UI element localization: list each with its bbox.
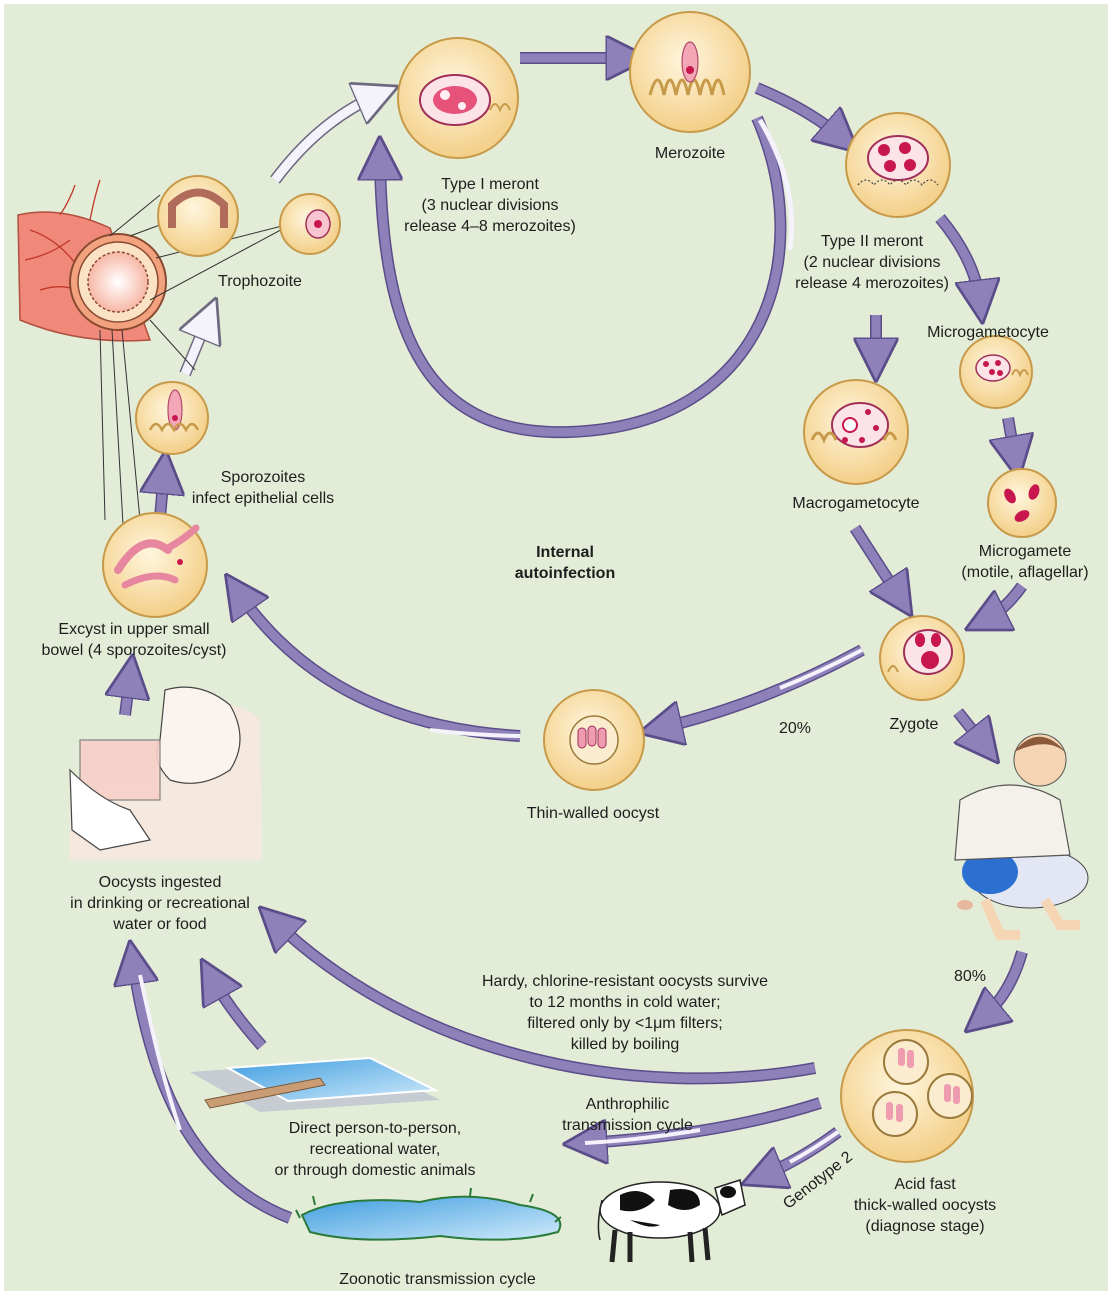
- label-anthrophilic: Anthrophilic transmission cycle: [540, 1094, 715, 1136]
- label-trophozoite: Trophozoite: [205, 271, 315, 292]
- label-line: Oocysts ingested: [40, 872, 280, 893]
- label-line: Sporozoites: [165, 467, 361, 488]
- label-zoonotic: Zoonotic transmission cycle: [300, 1269, 575, 1290]
- label-line: (2 nuclear divisions: [772, 252, 972, 273]
- label-line: recreational water,: [240, 1139, 510, 1160]
- type2-meront-cell: [846, 113, 950, 217]
- label-excyst: Excyst in upper small bowel (4 sporozoit…: [14, 619, 254, 661]
- label-line: infect epithelial cells: [165, 488, 361, 509]
- label-hardy-oocysts: Hardy, chlorine-resistant oocysts surviv…: [445, 971, 805, 1055]
- label-internal-autoinfection: Internal autoinfection: [490, 542, 640, 584]
- label-zygote: Zygote: [872, 714, 956, 735]
- sporozoite-cell: [136, 382, 208, 454]
- label-line: 20%: [765, 718, 825, 739]
- label-line: (motile, aflagellar): [940, 562, 1110, 583]
- label-line: Acid fast: [825, 1174, 1025, 1195]
- label-line: or through domestic animals: [240, 1160, 510, 1181]
- merozoite-cell: [630, 12, 750, 132]
- label-line: Thin-walled oocyst: [508, 803, 678, 824]
- label-type2-meront: Type II meront (2 nuclear divisions rele…: [772, 231, 972, 294]
- label-oocysts-ingested: Oocysts ingested in drinking or recreati…: [40, 872, 280, 935]
- excyst-cell: [103, 513, 207, 617]
- trophozoite-villus-cell: [158, 176, 238, 256]
- label-line: Microgametocyte: [908, 322, 1068, 343]
- label-acid-fast: Acid fast thick-walled oocysts (diagnose…: [825, 1174, 1025, 1237]
- microgamete-cell: [988, 469, 1056, 537]
- label-line: Macrogametocyte: [776, 493, 936, 514]
- label-line: Zygote: [872, 714, 956, 735]
- label-line: Hardy, chlorine-resistant oocysts surviv…: [445, 971, 805, 992]
- microgametocyte-cell: [960, 336, 1032, 408]
- label-line: Direct person-to-person,: [240, 1118, 510, 1139]
- label-line: bowel (4 sporozoites/cyst): [14, 640, 254, 661]
- label-line: 80%: [940, 966, 1000, 987]
- label-line: transmission cycle: [540, 1115, 715, 1136]
- label-microgametocyte: Microgametocyte: [908, 322, 1068, 343]
- label-line: Microgamete: [940, 541, 1110, 562]
- type1-meront-cell: [398, 38, 518, 158]
- label-type1-meront: Type I meront (3 nuclear divisions relea…: [380, 174, 600, 237]
- label-sporozoites: Sporozoites infect epithelial cells: [165, 467, 361, 509]
- label-line: to 12 months in cold water;: [445, 992, 805, 1013]
- label-line: release 4–8 merozoites): [380, 216, 600, 237]
- label-line: Type I meront: [380, 174, 600, 195]
- label-line: Internal: [490, 542, 640, 563]
- label-80-percent: 80%: [940, 966, 1000, 987]
- label-merozoite: Merozoite: [640, 143, 740, 164]
- label-line: autoinfection: [490, 563, 640, 584]
- label-direct-transmission: Direct person-to-person, recreational wa…: [240, 1118, 510, 1181]
- label-macrogametocyte: Macrogametocyte: [776, 493, 936, 514]
- label-line: Zoonotic transmission cycle: [300, 1269, 575, 1290]
- label-line: thick-walled oocysts: [825, 1195, 1025, 1216]
- label-thin-walled-oocyst: Thin-walled oocyst: [508, 803, 678, 824]
- label-line: (diagnose stage): [825, 1216, 1025, 1237]
- label-20-percent: 20%: [765, 718, 825, 739]
- trophozoite-cell: [280, 194, 340, 254]
- label-line: Anthrophilic: [540, 1094, 715, 1115]
- label-line: release 4 merozoites): [772, 273, 972, 294]
- label-line: killed by boiling: [445, 1034, 805, 1055]
- label-line: in drinking or recreational: [40, 893, 280, 914]
- label-line: Excyst in upper small: [14, 619, 254, 640]
- label-line: Type II meront: [772, 231, 972, 252]
- label-line: Merozoite: [640, 143, 740, 164]
- label-line: water or food: [40, 914, 280, 935]
- thick-walled-oocysts-cell: [841, 1030, 973, 1162]
- thin-walled-oocyst-cell: [544, 690, 644, 790]
- label-microgamete: Microgamete (motile, aflagellar): [940, 541, 1110, 583]
- label-line: Trophozoite: [205, 271, 315, 292]
- label-line: (3 nuclear divisions: [380, 195, 600, 216]
- macrogametocyte-cell: [804, 380, 908, 484]
- zygote-cell: [880, 616, 964, 700]
- label-line: filtered only by <1μm filters;: [445, 1013, 805, 1034]
